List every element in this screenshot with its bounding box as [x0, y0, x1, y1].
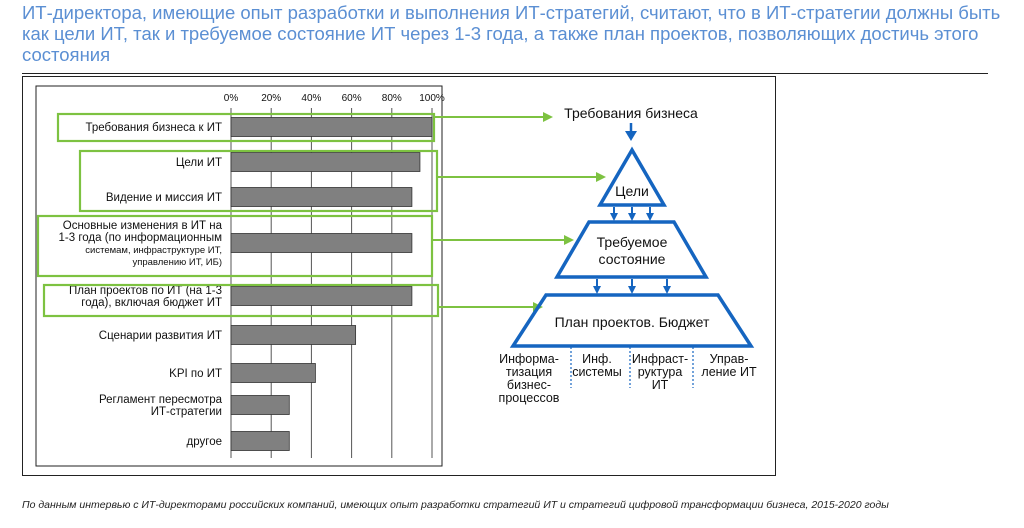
tier-target-state	[553, 220, 710, 279]
highlight-box	[42, 283, 440, 318]
bar	[230, 117, 433, 137]
highlight-arrowhead	[564, 235, 574, 245]
bar	[230, 187, 413, 207]
tier-plan-budget	[509, 293, 755, 348]
x-tick-label: 80%	[382, 93, 402, 104]
requirements-label: Требования бизнеса	[564, 105, 698, 121]
highlight-box	[36, 214, 434, 278]
chart-plot-group: 0% 20% 40% 60% 80% 100% Требования бизнеса к И…	[35, 85, 445, 467]
highlight-boxes	[36, 112, 606, 318]
tier-arrowhead	[628, 286, 636, 294]
page-title: ИТ-директора, имеющие опыт разработки и …	[22, 2, 1001, 65]
tier-arrowhead	[610, 213, 618, 221]
tier-arrowhead	[646, 213, 654, 221]
x-tick-label: 60%	[342, 93, 362, 104]
title-divider	[22, 73, 988, 74]
bar	[230, 431, 290, 451]
highlight-box	[78, 149, 439, 213]
category-label: Требования бизнеса к ИТ	[86, 122, 222, 134]
bar	[230, 286, 413, 306]
bar	[230, 233, 413, 253]
category-label: Видение и миссия ИТ	[106, 192, 222, 204]
bar	[230, 395, 290, 415]
x-tick-label: 0%	[224, 93, 239, 104]
bar	[230, 152, 421, 172]
x-tick-label: 100%	[419, 93, 445, 104]
column-label: Инф.системы	[572, 352, 622, 379]
source-footnote: По данным интервью с ИТ-директорами росс…	[22, 499, 889, 511]
bar	[230, 363, 316, 383]
tier-arrowhead	[628, 213, 636, 221]
highlight-box	[56, 112, 436, 143]
tier-arrowhead	[593, 286, 601, 294]
column-label: Управ-ление ИТ	[701, 352, 757, 379]
down-arrowhead	[625, 131, 637, 141]
category-label: Сценарии развития ИТ	[99, 330, 222, 342]
bar	[230, 325, 357, 345]
content-frame	[22, 76, 776, 476]
tier-arrowhead	[663, 286, 671, 294]
category-label: KPI по ИТ	[169, 368, 222, 380]
highlight-arrowhead	[543, 112, 553, 122]
category-label: другое	[187, 436, 222, 448]
tier-label: Цели	[615, 183, 649, 199]
chart-border	[35, 85, 443, 467]
tier-label: План проектов. Бюджет	[555, 314, 710, 330]
category-label: Цели ИТ	[176, 157, 222, 169]
tier-goals	[596, 146, 668, 207]
highlight-arrowhead	[596, 172, 606, 182]
x-tick-label: 20%	[261, 93, 281, 104]
x-tick-label: 40%	[301, 93, 321, 104]
